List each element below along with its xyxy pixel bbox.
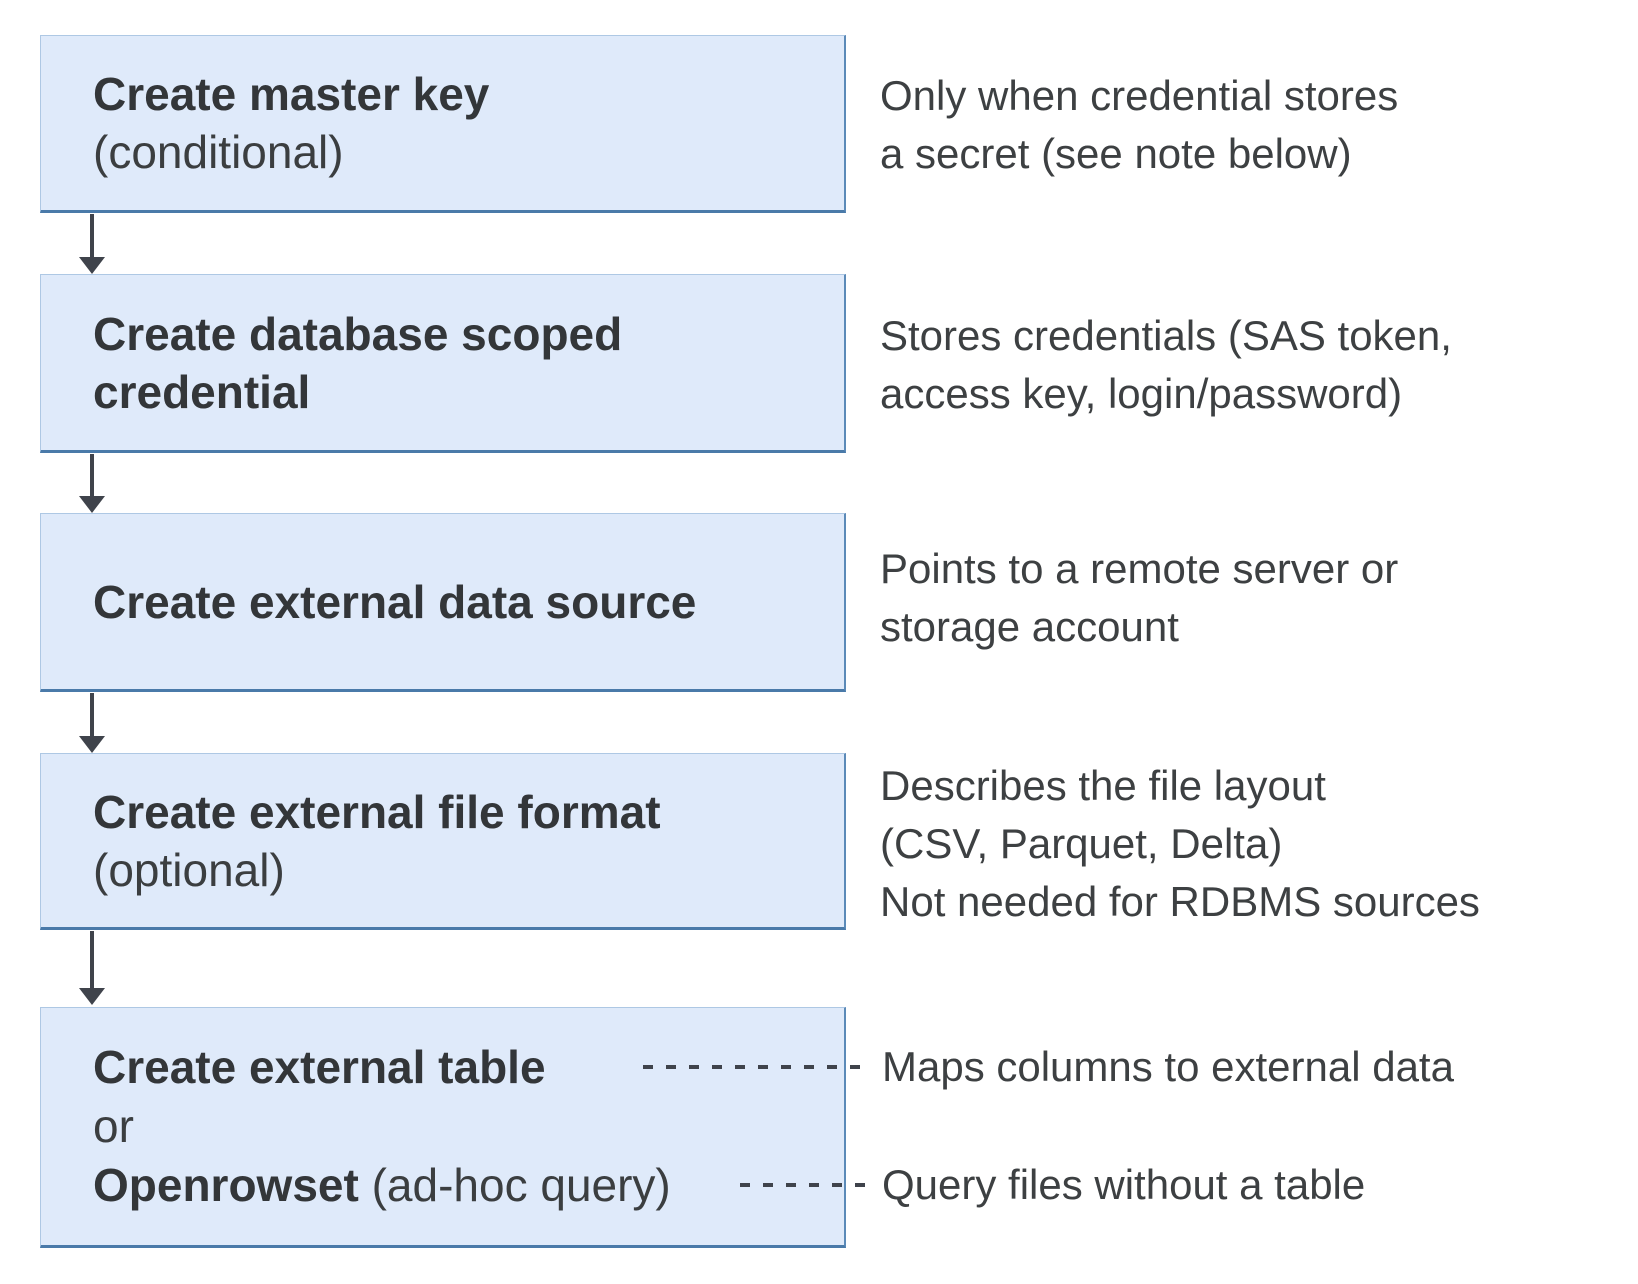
box-title: Create database scoped (93, 307, 623, 360)
note-database-scoped-credential: Stores credentials (SAS token, access ke… (880, 307, 1452, 423)
flow-arrow-2-down-icon (79, 454, 105, 513)
box-title-openrowset: Openrowset (ad-hoc query) (93, 1156, 844, 1215)
box-title: Create master key (93, 68, 490, 120)
note-line: Stores credentials (SAS token, (880, 312, 1452, 359)
box-create-external-table-or-openrowset: Create external table or Openrowset (ad-… (40, 1007, 846, 1248)
flow-arrow-4-down-icon (79, 931, 105, 1005)
box-title-bold: Openrowset (93, 1159, 359, 1211)
box-create-external-data-source: Create external data source (40, 513, 846, 692)
box-qualifier: (optional) (93, 843, 285, 896)
note-line: Describes the file layout (880, 762, 1326, 809)
note-external-data-source: Points to a remote server or storage acc… (880, 540, 1398, 656)
note-line: a secret (see note below) (880, 130, 1352, 177)
note-line: storage account (880, 603, 1179, 650)
note-line: Not needed for RDBMS sources (880, 878, 1480, 925)
flow-arrow-3-down-icon (79, 693, 105, 753)
box-title: Create external data source (93, 575, 697, 628)
note-line: access key, login/password) (880, 370, 1403, 417)
note-line: (CSV, Parquet, Delta) (880, 820, 1283, 867)
box-create-master-key: Create master key (conditional) (40, 35, 846, 213)
box-create-database-scoped-credential: Create database scoped credential (40, 274, 846, 453)
note-external-file-format: Describes the file layout (CSV, Parquet,… (880, 757, 1480, 931)
box-title-rest: (ad-hoc query) (371, 1159, 671, 1211)
box-create-external-file-format: Create external file format (optional) (40, 753, 846, 930)
box-conjunction: or (93, 1100, 134, 1152)
dashed-connector-external-table (643, 1065, 869, 1069)
box-title: Create external table (93, 1041, 546, 1093)
note-openrowset: Query files without a table (882, 1161, 1366, 1208)
flow-arrow-1-down-icon (79, 214, 105, 274)
box-title: Create external file format (93, 785, 661, 838)
box-qualifier: (conditional) (93, 126, 344, 178)
note-line: Only when credential stores (880, 72, 1399, 119)
note-external-table: Maps columns to external data (882, 1043, 1454, 1090)
note-master-key: Only when credential stores a secret (se… (880, 67, 1398, 183)
box-title: credential (93, 365, 311, 418)
note-line: Points to a remote server or (880, 545, 1399, 592)
dashed-connector-openrowset (740, 1183, 869, 1187)
